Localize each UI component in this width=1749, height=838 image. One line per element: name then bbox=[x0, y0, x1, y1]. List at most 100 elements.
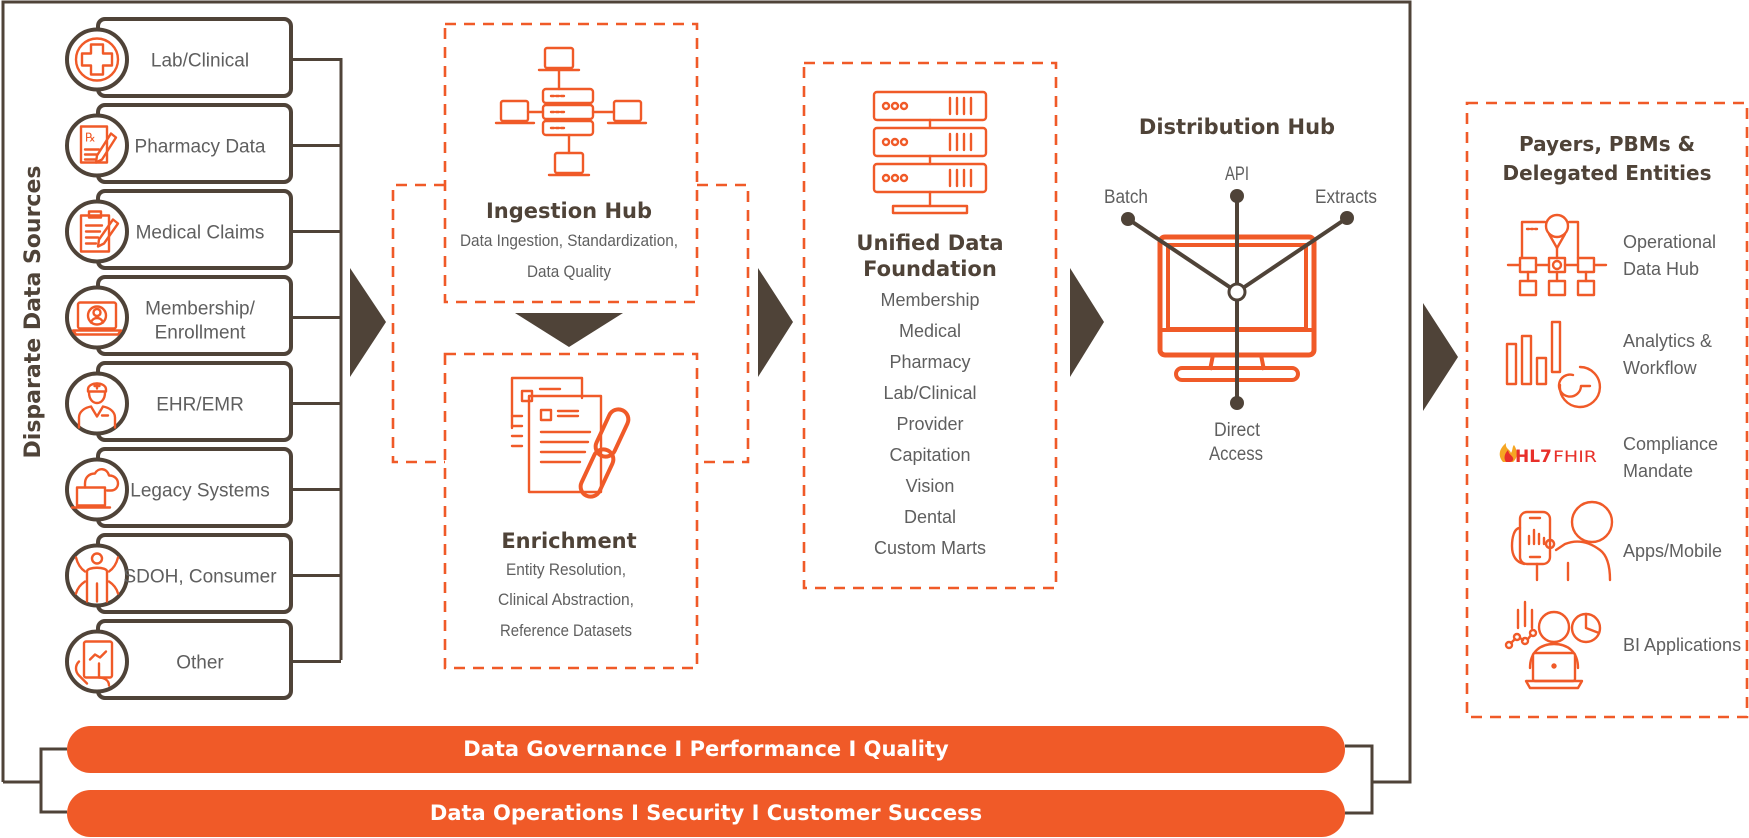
source-item: ℞ Pharmacy Data bbox=[65, 103, 341, 184]
data-hub-icon bbox=[1506, 213, 1608, 297]
foundation-item: Medical bbox=[899, 321, 961, 341]
person-arrows-icon bbox=[65, 543, 129, 608]
foundation-item: Capitation bbox=[889, 445, 970, 465]
foundation-item: Custom Marts bbox=[874, 538, 986, 558]
svg-text:Data Governance I Performa: Data Governance I Performance I Quality bbox=[463, 737, 949, 761]
foundation-item: Lab/Clinical bbox=[883, 383, 976, 403]
bar-separator: I bbox=[841, 737, 863, 761]
svg-text:FHIR: FHIR bbox=[1553, 447, 1597, 466]
network-server-icon bbox=[494, 46, 648, 177]
foundation-title-1: Unified Data bbox=[856, 231, 1003, 255]
foundation-item: Provider bbox=[896, 414, 963, 434]
source-item: Legacy Systems bbox=[65, 447, 341, 528]
nurse-icon bbox=[65, 371, 129, 436]
source-item: Membership/Enrollment bbox=[65, 275, 341, 356]
source-label: Membership/ bbox=[145, 299, 256, 320]
source-label: EHR/EMR bbox=[156, 395, 244, 416]
medical-cross-icon bbox=[65, 27, 129, 92]
governance-bar-labels: Data Governance I Performance I Quality bbox=[463, 737, 949, 761]
member-laptop-icon bbox=[65, 285, 129, 350]
direct-access-label-1: Direct bbox=[1214, 420, 1261, 441]
ingestion-hub-title: Ingestion Hub bbox=[486, 199, 652, 223]
bar-label: Data Governance bbox=[463, 737, 667, 761]
documents-link-icon bbox=[510, 376, 631, 499]
arrow-distribution-to-consumers bbox=[1423, 303, 1458, 411]
enrichment-title: Enrichment bbox=[501, 529, 636, 553]
prescription-icon: ℞ bbox=[65, 113, 129, 178]
mobile-user-icon bbox=[1510, 500, 1614, 582]
consumer-label: Workflow bbox=[1623, 358, 1698, 378]
source-label: Legacy Systems bbox=[130, 481, 269, 502]
direct-access-label-2: Access bbox=[1209, 444, 1263, 465]
consumer-label: Mandate bbox=[1623, 461, 1693, 481]
source-label: SDOH, Consumer bbox=[123, 567, 277, 588]
consumer-label: Data Hub bbox=[1623, 259, 1699, 279]
svg-text:℞: ℞ bbox=[85, 131, 96, 145]
foundation-domain-list: MembershipMedicalPharmacyLab/ClinicalPro… bbox=[874, 290, 986, 558]
bar-separator: I bbox=[744, 801, 766, 825]
enrichment-desc-2: Clinical Abstraction, bbox=[498, 590, 634, 609]
arrow-foundation-to-distribution bbox=[1070, 268, 1104, 377]
processing-group-outline bbox=[391, 183, 750, 464]
arrow-sources-to-ingestion bbox=[350, 268, 386, 377]
cloud-laptop-icon bbox=[65, 457, 129, 522]
consumer-label: Analytics & bbox=[1623, 331, 1712, 351]
outer-frame bbox=[1, 0, 1412, 784]
source-item: Lab/Clinical bbox=[65, 17, 341, 98]
bi-user-icon bbox=[1504, 600, 1602, 690]
api-node bbox=[1230, 189, 1244, 203]
foundation-item: Vision bbox=[906, 476, 955, 496]
enrichment-box bbox=[443, 352, 699, 670]
api-label: API bbox=[1225, 164, 1249, 185]
source-label: Other bbox=[176, 653, 224, 674]
operations-bar bbox=[67, 790, 1345, 837]
hl7-fhir-logo: HL7 FHIR bbox=[1499, 443, 1597, 467]
source-label: Enrollment bbox=[155, 323, 247, 344]
server-rack-icon bbox=[872, 90, 988, 215]
bar-separator: I bbox=[624, 801, 646, 825]
foundation-item: Membership bbox=[880, 290, 979, 310]
bars-right-connector bbox=[1345, 744, 1374, 815]
source-label: Pharmacy Data bbox=[135, 137, 266, 158]
enrichment-desc-1: Entity Resolution, bbox=[506, 560, 626, 579]
consumers-title-1: Payers, PBMs & bbox=[1519, 132, 1695, 156]
svg-text:HL7: HL7 bbox=[1515, 447, 1552, 467]
consumers-title-2: Delegated Entities bbox=[1502, 161, 1711, 185]
bar-label: Customer Success bbox=[767, 801, 982, 825]
svg-text:Data Operations I Security: Data Operations I Security I Customer Su… bbox=[430, 801, 982, 825]
ingestion-hub-box bbox=[443, 22, 699, 304]
foundation-item: Pharmacy bbox=[889, 352, 970, 372]
bar-label: Quality bbox=[864, 737, 949, 761]
direct-access-node bbox=[1230, 396, 1244, 410]
hub-node bbox=[1227, 282, 1247, 302]
arrow-ingestion-to-enrichment bbox=[515, 313, 623, 347]
consumer-label: Apps/Mobile bbox=[1623, 541, 1722, 561]
sources-label: Disparate Data Sources bbox=[21, 166, 46, 459]
source-item: SDOH, Consumer bbox=[65, 533, 341, 614]
ingestion-hub-desc-2: Data Quality bbox=[527, 262, 611, 281]
consumer-label: Compliance bbox=[1623, 434, 1718, 454]
analytics-icon bbox=[1505, 320, 1602, 409]
source-label: Medical Claims bbox=[136, 223, 265, 244]
batch-label: Batch bbox=[1104, 187, 1148, 208]
foundation-item: Dental bbox=[904, 507, 956, 527]
bar-label: Data Operations bbox=[430, 801, 624, 825]
consumer-label: Operational bbox=[1623, 232, 1716, 252]
bar-label: Performance bbox=[690, 737, 842, 761]
source-item: EHR/EMR bbox=[65, 361, 341, 442]
source-label: Lab/Clinical bbox=[151, 51, 249, 72]
batch-node bbox=[1121, 212, 1135, 226]
bar-separator: I bbox=[667, 737, 689, 761]
bars-left-connector bbox=[39, 747, 67, 814]
ingestion-hub-desc-1: Data Ingestion, Standardization, bbox=[460, 231, 678, 250]
distribution-hub-title: Distribution Hub bbox=[1139, 115, 1335, 139]
operations-bar-labels: Data Operations I Security I Customer Su… bbox=[430, 801, 982, 825]
clipboard-icon bbox=[65, 199, 129, 264]
unified-data-foundation-box bbox=[802, 61, 1058, 590]
distribution-channels bbox=[1121, 189, 1354, 410]
source-item: Other bbox=[65, 619, 341, 700]
governance-bar bbox=[67, 726, 1345, 773]
foundation-title-2: Foundation bbox=[863, 257, 997, 281]
